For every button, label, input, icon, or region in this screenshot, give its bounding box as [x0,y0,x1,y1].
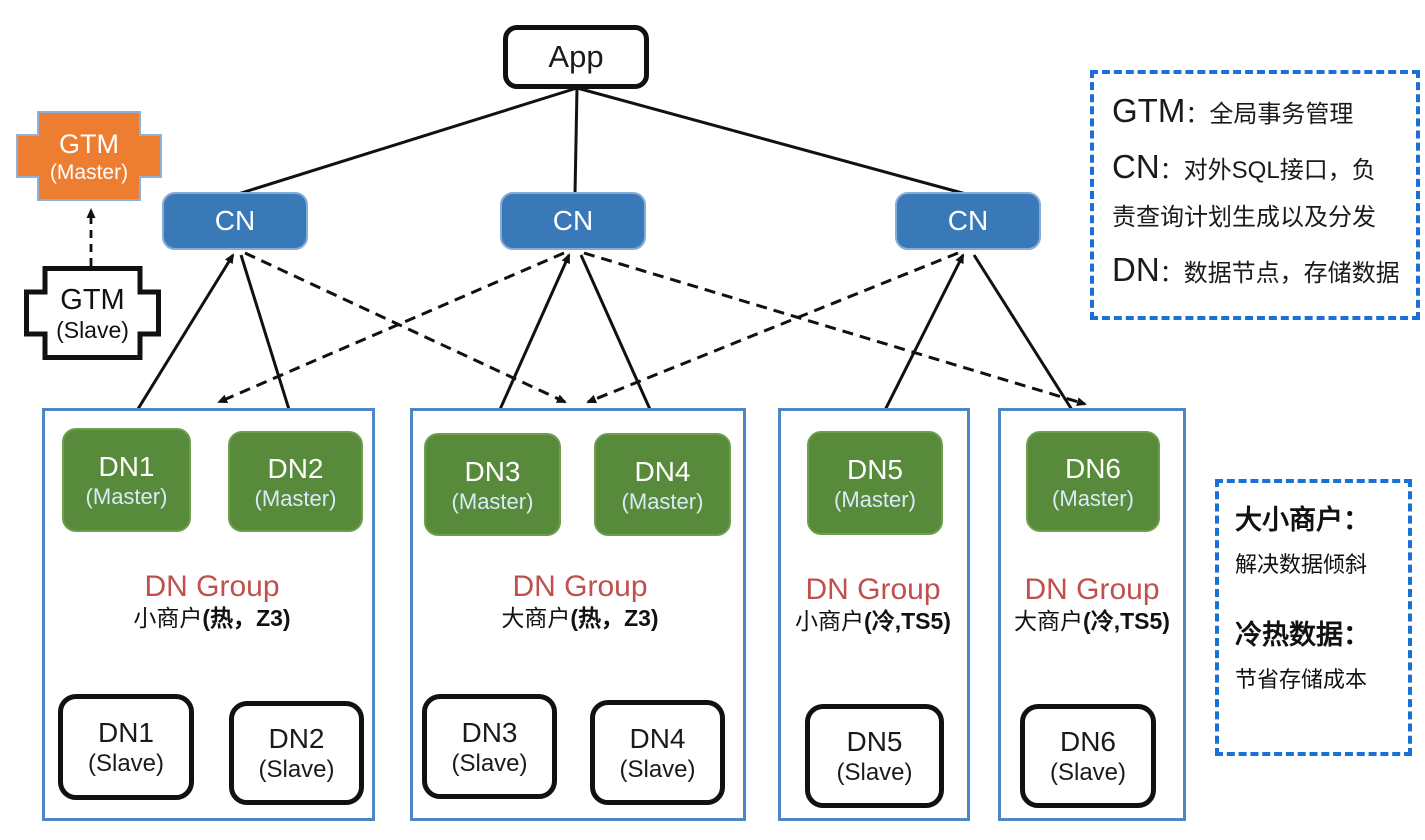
legend-notes: 大小商户： 解决数据倾斜 冷热数据： 节省存储成本 [1215,479,1412,756]
dn-group-1-title: DN Group [144,570,280,603]
dn5-master-title: DN5 [846,454,903,486]
cn-to-group-dashed-lines [217,251,1087,406]
dn1-master-subtitle: (Master) [85,484,168,510]
dn3-master-subtitle: (Master) [451,488,534,514]
dn4-master-title: DN4 [634,455,691,487]
legend-dn-desc: ：数据节点，存储数据 [1159,260,1400,287]
legend-dn-term: DN [1112,251,1160,288]
dn-group-4-label: DN Group 大商户(冷,TS5) [1014,573,1170,637]
dn-group-4-title: DN Group [1024,573,1160,606]
cn-node-3: CN [895,192,1041,250]
dn3-slave-node: DN3 (Slave) [422,694,557,799]
dn4-master-node: DN4 (Master) [594,433,731,536]
cn-1-label: CN [214,205,256,236]
dn4-slave-title: DN4 [629,722,686,754]
dn1-master-title: DN1 [98,451,155,483]
dn-group-4-tag-prefix: 大商户 [1014,608,1084,634]
legend-note-merchants: 大小商户： 解决数据倾斜 [1235,505,1398,578]
dn-group-4-tag-bold: (冷,TS5) [1083,608,1170,634]
legend-definitions: GTM：全局事务管理 CN：对外SQL接口，负 责查询计划生成以及分发 DN：数… [1090,70,1420,320]
app-to-cn-lines [237,86,967,196]
dn1-master-node: DN1 (Master) [62,428,191,532]
dn-group-1-tag-prefix: 小商户 [133,605,203,631]
dn4-slave-node: DN4 (Slave) [590,700,725,805]
dn-group-2-title: DN Group [512,570,648,603]
app-node: App [503,25,649,89]
dn-group-3-tag-bold: (冷,TS5) [864,608,951,634]
legend-line-gtm: GTM：全局事务管理 [1112,94,1402,127]
dn2-slave-title: DN2 [268,723,325,755]
dn-group-4-tag: 大商户(冷,TS5) [1014,606,1170,637]
dn-group-1-label: DN Group 小商户(热，Z3) [133,570,290,634]
legend-cn-desc-cont: 责查询计划生成以及分发 [1112,204,1376,231]
dn6-master-title: DN6 [1064,452,1121,484]
dn5-slave-title: DN5 [846,726,903,758]
dn-group-1-tag-bold: (热，Z3) [202,605,291,631]
cn-node-1: CN [162,192,308,250]
legend-merchants-body: 解决数据倾斜 [1235,552,1368,578]
dn-group-2-tag: 大商户(热，Z3) [501,603,658,634]
gtm-slave-cross-shape [24,266,161,360]
gtm-master-title: GTM [59,129,119,160]
dn6-master-node: DN6 (Master) [1026,431,1160,532]
dn-group-2-tag-prefix: 大商户 [501,605,571,631]
legend-cn-desc: ：对外SQL接口，负 [1159,157,1376,184]
dn-group-3-tag-prefix: 小商户 [795,608,865,634]
legend-line-dn: DN：数据节点，存储数据 [1112,253,1402,286]
dn4-slave-subtitle: (Slave) [619,755,696,783]
legend-cn-term: CN [1112,148,1160,185]
dn3-master-node: DN3 (Master) [424,433,561,536]
dn5-master-subtitle: (Master) [834,487,916,513]
dn6-slave-subtitle: (Slave) [1049,759,1127,787]
gtm-slave-subtitle: (Slave) [56,316,129,343]
legend-note-hotcold: 冷热数据： 节省存储成本 [1235,620,1398,693]
dn2-slave-node: DN2 (Slave) [229,701,364,805]
legend-line-cn-cont: 责查询计划生成以及分发 [1112,206,1402,230]
dn2-slave-subtitle: (Slave) [258,756,335,784]
dn2-master-node: DN2 (Master) [228,431,363,532]
legend-line-cn: CN：对外SQL接口，负 [1112,150,1402,183]
dn-group-3-title: DN Group [805,573,941,606]
legend-merchants-head: 大小商户： [1235,505,1370,535]
dn4-master-subtitle: (Master) [621,488,704,514]
legend-hotcold-body: 节省存储成本 [1235,667,1368,693]
gtm-slave-title: GTM [60,283,125,316]
cn-2-label: CN [552,205,594,236]
cn-3-label: CN [947,205,989,236]
dn3-slave-title: DN3 [461,716,518,748]
dn1-slave-node: DN1 (Slave) [58,694,194,800]
dn2-master-subtitle: (Master) [254,485,337,511]
gtm-master-cross-shape [16,111,162,201]
dn2-master-title: DN2 [267,452,324,484]
dn5-master-node: DN5 (Master) [807,431,943,535]
dn-group-2-label: DN Group 大商户(热，Z3) [501,570,658,634]
gtm-slave-node: GTM (Slave) [24,266,161,360]
dn-to-cn-lines [123,253,1088,435]
dn-group-3-label: DN Group 小商户(冷,TS5) [795,573,951,637]
dn3-master-title: DN3 [464,455,521,487]
dn6-slave-title: DN6 [1059,726,1116,758]
cn-node-2: CN [500,192,646,250]
legend-gtm-desc: ：全局事务管理 [1185,101,1354,128]
dn-group-3-tag: 小商户(冷,TS5) [795,606,951,637]
dn5-slave-subtitle: (Slave) [836,759,913,787]
dn-group-2-tag-bold: (热，Z3) [570,605,659,631]
dn5-slave-node: DN5 (Slave) [805,704,944,808]
dn6-slave-node: DN6 (Slave) [1020,704,1156,808]
app-label: App [548,39,604,74]
dn1-slave-subtitle: (Slave) [87,750,165,778]
dn-group-1-tag: 小商户(热，Z3) [133,603,290,634]
dn6-master-subtitle: (Master) [1052,485,1134,511]
dn1-slave-title: DN1 [97,717,154,749]
legend-gtm-term: GTM [1112,92,1186,129]
gtm-master-subtitle: (Master) [49,160,129,184]
dn3-slave-subtitle: (Slave) [451,749,528,777]
legend-hotcold-head: 冷热数据： [1235,620,1370,651]
gtm-master-node: GTM (Master) [16,111,162,201]
